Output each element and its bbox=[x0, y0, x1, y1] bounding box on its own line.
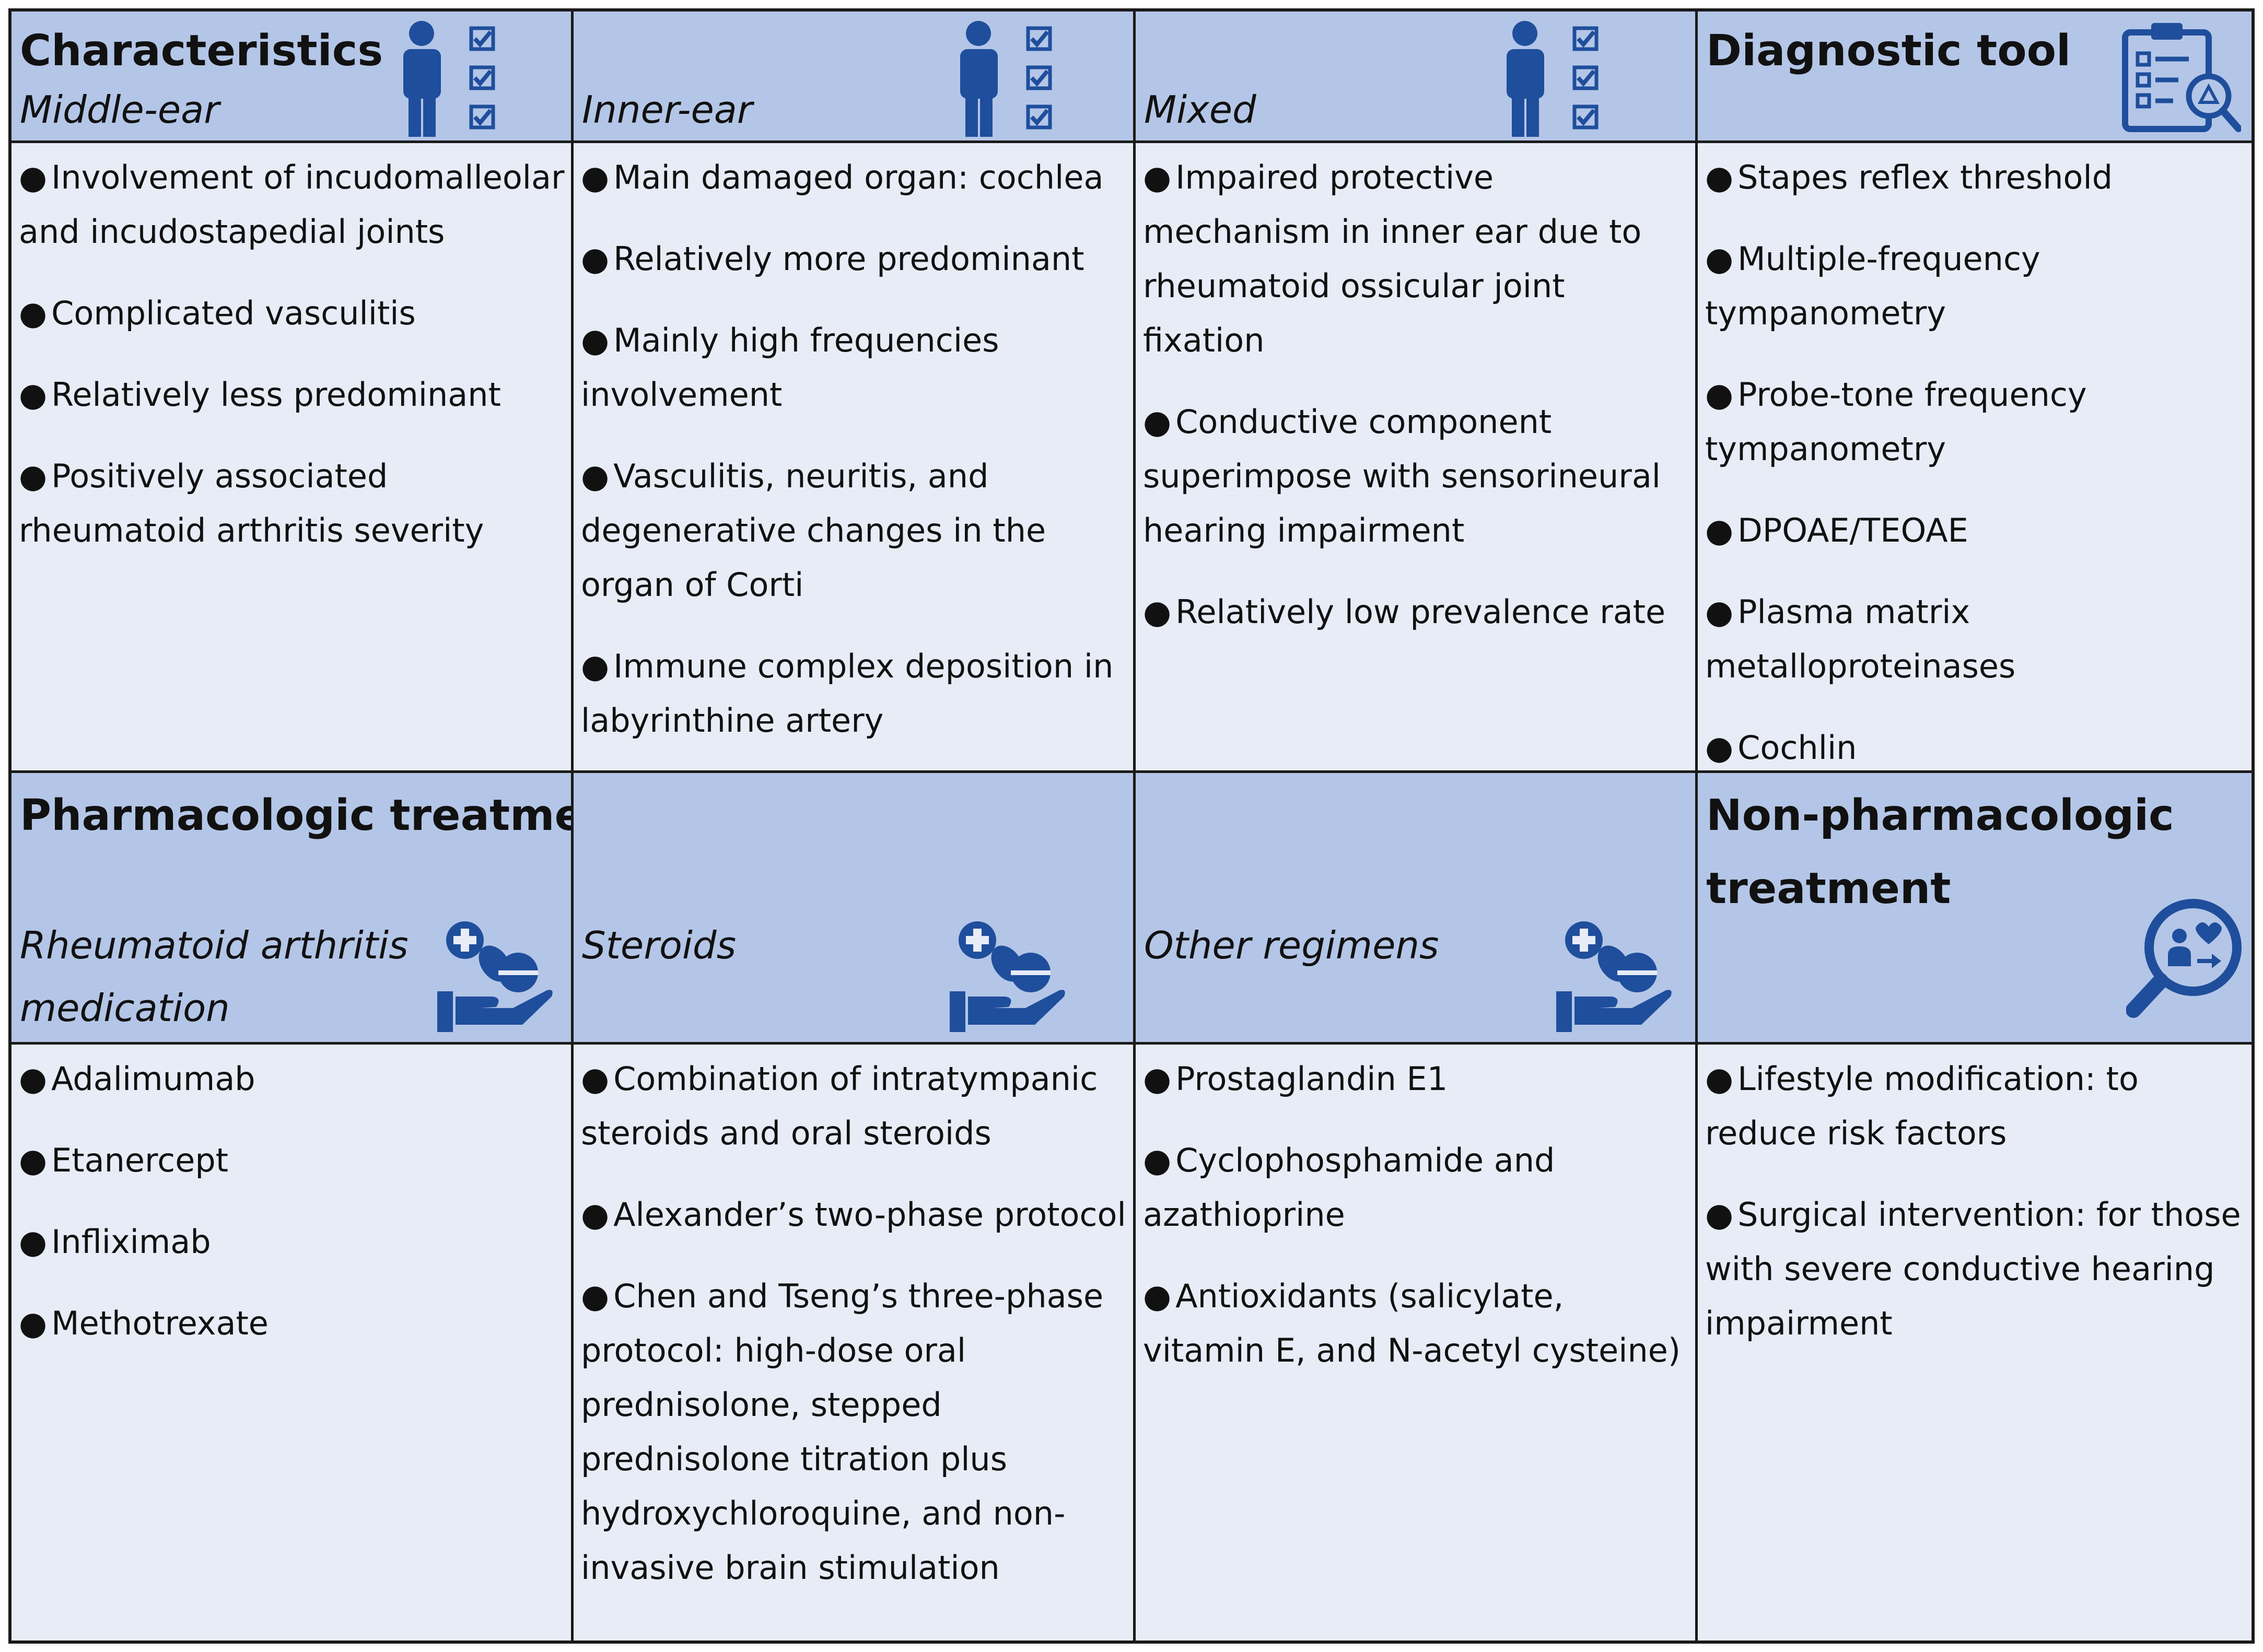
hand-pills-icon bbox=[1554, 914, 1674, 1034]
body-diagnostic-tool: ●Stapes reflex threshold ●Multiple-frequ… bbox=[1698, 143, 2252, 773]
body-middle-ear: ●Involvement of incudomalleolar and incu… bbox=[11, 143, 574, 773]
magnifier-care-icon bbox=[2126, 893, 2246, 1018]
bullet-item: ●Methotrexate bbox=[19, 1304, 269, 1342]
header-middle-ear: Characteristics Middle-ear bbox=[11, 11, 574, 143]
bullet-item: ●Plasma matrix metalloproteinases bbox=[1705, 593, 2016, 685]
bullet-item: ●Infliximab bbox=[19, 1223, 211, 1261]
bullet-item: ●Adalimumab bbox=[19, 1060, 255, 1098]
body-steroids: ●Combination of intratympanic steroids a… bbox=[574, 1045, 1136, 1641]
bullet-item: ●Mainly high frequencies involvement bbox=[581, 321, 999, 414]
header-ra-medication: Pharmacologic treatment Rheumatoid arthr… bbox=[11, 773, 574, 1045]
bullet-item: ●Main damaged organ: cochlea bbox=[581, 158, 1104, 196]
bullet-item: ●DPOAE/TEOAE bbox=[1705, 511, 1968, 549]
body-non-pharmacologic: ●Lifestyle modification: to reduce risk … bbox=[1698, 1045, 2252, 1641]
hand-pills-icon bbox=[435, 914, 555, 1034]
bullet-item: ●Chen and Tseng’s three-phase protocol: … bbox=[581, 1277, 1104, 1587]
section-title-characteristics: Characteristics bbox=[20, 26, 383, 76]
bullet-item: ●Relatively less predominant bbox=[19, 376, 501, 414]
section-title-non-pharmacologic: Non-pharmacologic treatment bbox=[1706, 791, 2174, 913]
bullet-item: ●Etanercept bbox=[19, 1141, 229, 1179]
bullet-item: ●Relatively more predominant bbox=[581, 240, 1084, 278]
summary-table: Characteristics Middle-ear Inner-ear bbox=[8, 8, 2255, 1644]
subtitle-mixed: Mixed bbox=[1144, 88, 1256, 132]
body-ra-medication: ●Adalimumab ●Etanercept ●Infliximab ●Met… bbox=[11, 1045, 574, 1641]
bullet-item: ●Positively associated rheumatoid arthri… bbox=[19, 457, 484, 549]
subtitle-steroids: Steroids bbox=[582, 923, 737, 967]
bullet-item: ●Cyclophosphamide and azathioprine bbox=[1143, 1141, 1555, 1234]
bullet-item: ●Immune complex deposition in labyrinthi… bbox=[581, 647, 1114, 740]
bullet-item: ●Multiple-frequency tympanometry bbox=[1705, 240, 2040, 332]
bullet-item: ●Relatively low prevalence rate bbox=[1143, 593, 1666, 631]
body-other-regimens: ●Prostaglandin E1 ●Cyclophosphamide and … bbox=[1136, 1045, 1698, 1641]
bullet-item: ●Impaired protective mechanism in inner … bbox=[1143, 158, 1642, 359]
bullet-item: ●Vasculitis, neuritis, and degenerative … bbox=[581, 457, 1046, 604]
subtitle-inner-ear: Inner-ear bbox=[582, 88, 753, 132]
hand-pills-icon bbox=[947, 914, 1067, 1034]
bullet-item: ●Combination of intratympanic steroids a… bbox=[581, 1060, 1098, 1152]
person-checklist-icon bbox=[955, 18, 1065, 138]
header-other-regimens: Other regimens bbox=[1136, 773, 1698, 1045]
section-title-pharmacologic: Pharmacologic treatment bbox=[20, 791, 574, 840]
header-inner-ear: Inner-ear bbox=[574, 11, 1136, 143]
header-diagnostic-tool: Diagnostic tool bbox=[1698, 11, 2252, 143]
clipboard-search-icon bbox=[2121, 18, 2241, 135]
bullet-item: ●Complicated vasculitis bbox=[19, 294, 416, 332]
header-non-pharmacologic: Non-pharmacologic treatment bbox=[1698, 773, 2252, 1045]
bullet-item: ●Surgical intervention: for those with s… bbox=[1705, 1196, 2241, 1342]
body-inner-ear: ●Main damaged organ: cochlea ●Relatively… bbox=[574, 143, 1136, 773]
bullet-item: ●Involvement of incudomalleolar and incu… bbox=[19, 158, 565, 251]
subtitle-other-regimens: Other regimens bbox=[1144, 923, 1439, 967]
person-checklist-icon bbox=[398, 18, 508, 138]
bullet-item: ●Alexander’s two-phase protocol bbox=[581, 1196, 1126, 1234]
bullet-item: ●Antioxidants (salicylate, vitamin E, an… bbox=[1143, 1277, 1681, 1369]
subtitle-middle-ear: Middle-ear bbox=[20, 88, 219, 132]
bullet-item: ●Prostaglandin E1 bbox=[1143, 1060, 1448, 1098]
bullet-item: ●Probe-tone frequency tympanometry bbox=[1705, 376, 2087, 468]
body-mixed: ●Impaired protective mechanism in inner … bbox=[1136, 143, 1698, 773]
header-mixed: Mixed bbox=[1136, 11, 1698, 143]
bullet-item: ●Cochlin bbox=[1705, 729, 1857, 767]
bullet-item: ●Lifestyle modification: to reduce risk … bbox=[1705, 1060, 2139, 1152]
section-title-diagnostic: Diagnostic tool bbox=[1706, 26, 2071, 76]
bullet-item: ●Stapes reflex threshold bbox=[1705, 158, 2113, 196]
header-steroids: Steroids bbox=[574, 773, 1136, 1045]
subtitle-ra-medication: Rheumatoid arthritis medication bbox=[20, 923, 409, 1030]
person-checklist-icon bbox=[1501, 18, 1611, 138]
bullet-item: ●Conductive component superimpose with s… bbox=[1143, 403, 1661, 549]
